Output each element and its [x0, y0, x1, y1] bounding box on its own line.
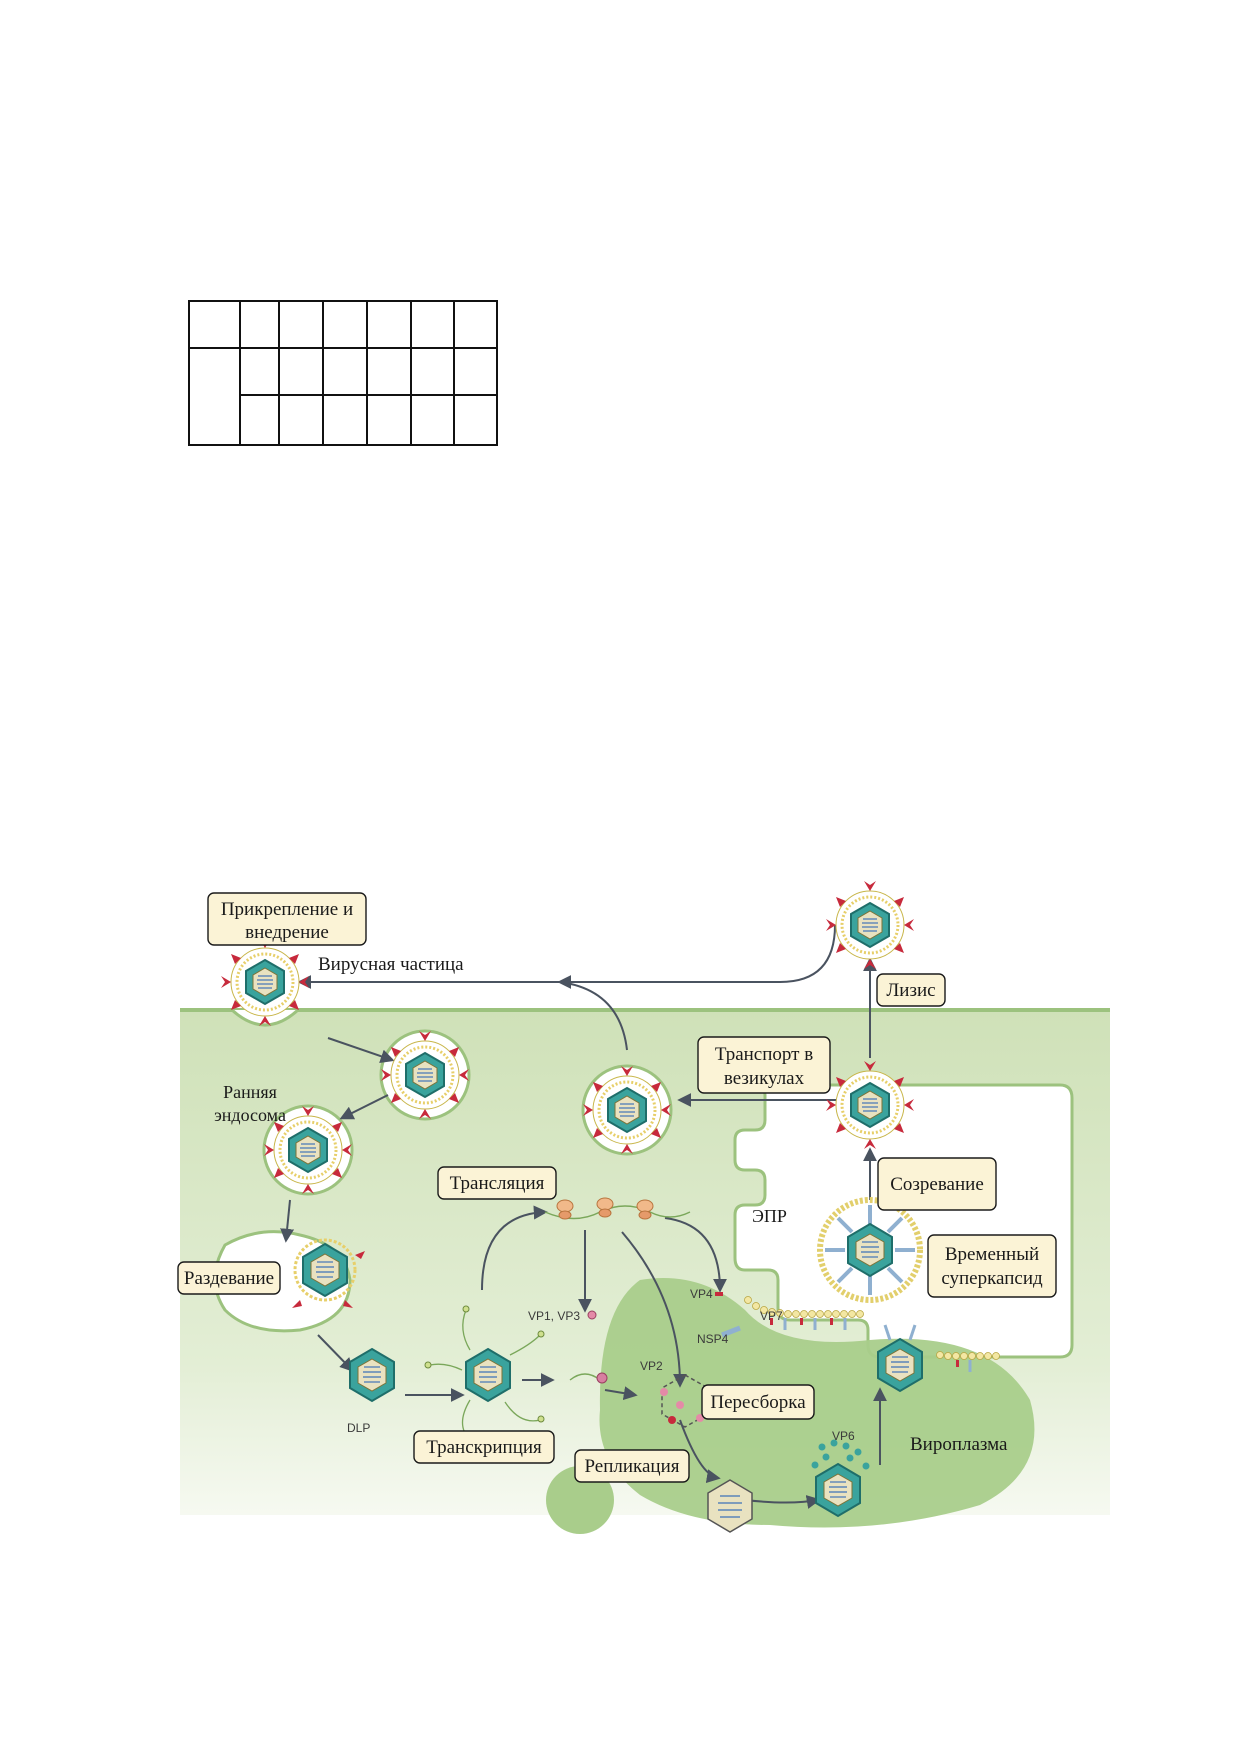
attach-box: Прикрепление и внедрение: [207, 892, 367, 946]
virion-label: Вирусная частица: [318, 954, 464, 975]
maturation-box: Созревание: [877, 1157, 997, 1211]
early-endosome-label-line2: эндосома: [214, 1105, 286, 1125]
budding-dlp: [877, 1324, 923, 1392]
svg-text:Временный: Временный: [945, 1244, 1039, 1265]
svg-text:Лизис: Лизис: [886, 980, 935, 1001]
reassembly-box: Пересборка: [701, 1384, 815, 1420]
transcription-box: Транскрипция: [413, 1430, 555, 1464]
svg-text:Раздевание: Раздевание: [184, 1268, 274, 1289]
replication-box: Репликация: [574, 1449, 690, 1483]
er-label: ЭПР: [752, 1206, 787, 1226]
vesicle-transport-box: Транспорт в везикулах: [697, 1036, 831, 1094]
svg-text:суперкапсид: суперкапсид: [941, 1268, 1043, 1289]
transient-enveloped-particle: [817, 1197, 923, 1303]
transient-envelope-box: Временный суперкапсид: [927, 1234, 1057, 1298]
vp7-label: VP7: [760, 1309, 783, 1323]
uncoating-box: Раздевание: [177, 1261, 281, 1295]
uncoating-particle: [292, 1238, 365, 1308]
answer-grid-table: [188, 300, 498, 446]
viroplasm-label: Вироплазма: [910, 1434, 1008, 1455]
svg-text:Прикрепление и: Прикрепление и: [221, 899, 353, 920]
viroplasm: [599, 1278, 1035, 1528]
vp4-label: VP4: [690, 1287, 713, 1301]
replicated-core: [707, 1479, 753, 1533]
svg-text:Трансляция: Трансляция: [450, 1173, 545, 1194]
translation-box: Трансляция: [437, 1166, 557, 1200]
vp2-label: VP2: [640, 1359, 663, 1373]
svg-text:Созревание: Созревание: [890, 1174, 984, 1195]
vp6-coating: [811, 1439, 870, 1517]
svg-text:Транспорт в: Транспорт в: [715, 1044, 813, 1065]
svg-text:везикулах: везикулах: [724, 1068, 805, 1089]
dlp-label: DLP: [347, 1421, 370, 1435]
svg-text:Транскрипция: Транскрипция: [426, 1437, 542, 1458]
svg-text:Пересборка: Пересборка: [710, 1392, 806, 1413]
early-endosome-label-line1: Ранняя: [223, 1082, 277, 1102]
vp6-label: VP6: [832, 1429, 855, 1443]
virion-released: [824, 879, 916, 971]
mrna-ribosomes: [544, 1197, 691, 1220]
reassembling-core: [660, 1374, 709, 1428]
er-membrane-beads: [744, 1296, 1000, 1360]
svg-text:Репликация: Репликация: [584, 1456, 679, 1477]
svg-text:внедрение: внедрение: [245, 922, 329, 943]
vp1-vp3-label: VP1, VP3: [528, 1309, 580, 1323]
lysis-box: Лизис: [876, 973, 946, 1007]
flow-arrows: [280, 924, 887, 1509]
nsp4-label: NSP4: [697, 1332, 729, 1346]
